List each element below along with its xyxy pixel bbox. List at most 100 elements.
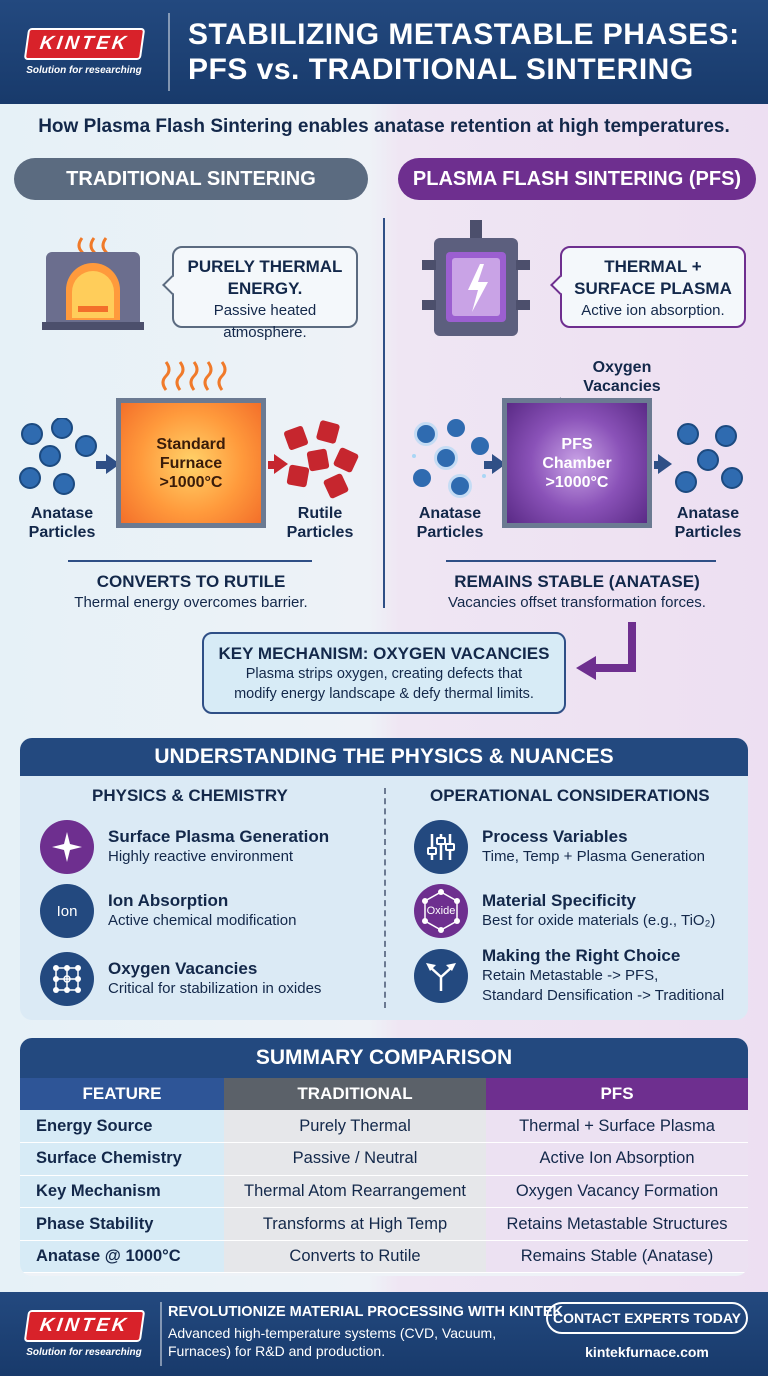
chamber-line: PFS xyxy=(561,435,593,453)
summary-table: FEATURE TRADITIONAL PFS Energy Source Pu… xyxy=(20,1078,748,1274)
chamber-line: Furnace xyxy=(159,454,223,472)
table-cell: Transforms at High Temp xyxy=(224,1207,486,1241)
oxide-icon-text: Oxide xyxy=(426,905,456,917)
summary-heading: SUMMARY COMPARISON xyxy=(20,1038,748,1078)
website-link[interactable]: kintekfurnace.com xyxy=(585,1344,709,1360)
process-arrow xyxy=(484,454,506,474)
header-banner: KINTEK Solution for researching STABILIZ… xyxy=(0,0,768,104)
page-title: STABILIZING METASTABLE PHASES: PFS vs. T… xyxy=(170,17,768,87)
label-line: Particles xyxy=(674,524,742,541)
table-cell: Active Ion Absorption xyxy=(486,1142,748,1176)
item-title: Process Variables xyxy=(482,827,628,846)
summary-section: SUMMARY COMPARISON FEATURE TRADITIONAL P… xyxy=(20,1038,748,1276)
logo-wordmark: KINTEK xyxy=(23,1310,145,1342)
table-row: Key Mechanism Thermal Atom Rearrangement… xyxy=(20,1175,748,1209)
table-row: Anatase @ 1000°C Converts to Rutile Rema… xyxy=(20,1240,748,1274)
oxygen-vacancies-item: Oxygen Vacancies Critical for stabilizat… xyxy=(40,952,321,1006)
surface-plasma-item: Surface Plasma Generation Highly reactiv… xyxy=(40,820,329,874)
table-cell: Phase Stability xyxy=(20,1207,224,1241)
ion-icon-text: Ion xyxy=(56,902,78,920)
chamber-line: Chamber xyxy=(542,454,612,472)
callout-tail xyxy=(550,275,570,295)
ion-icon: Ion xyxy=(40,884,94,938)
item-desc: Critical for stabilization in oxides xyxy=(108,980,322,997)
item-title: Oxygen Vacancies xyxy=(108,959,258,978)
label-line: Particles xyxy=(286,524,354,541)
traditional-heading: TRADITIONAL SINTERING xyxy=(14,158,368,200)
pfs-result-bracket xyxy=(446,560,716,562)
oxide-icon: Oxide xyxy=(414,884,468,938)
process-variables-item: Process Variables Time, Temp + Plasma Ge… xyxy=(414,820,705,874)
table-header-row: FEATURE TRADITIONAL PFS xyxy=(20,1078,748,1110)
heat-waves-icon xyxy=(161,361,227,391)
process-arrow xyxy=(268,454,288,474)
table-cell: Key Mechanism xyxy=(20,1175,224,1209)
mechanism-line: modify energy landscape & defy thermal l… xyxy=(234,686,534,702)
logo-tagline: Solution for researching xyxy=(26,1347,142,1358)
lattice-icon xyxy=(40,952,94,1006)
traditional-result-bracket xyxy=(68,560,312,562)
item-desc: Highly reactive environment xyxy=(108,848,294,865)
table-cell: Converts to Rutile xyxy=(224,1240,486,1274)
pfs-energy-callout: THERMAL + SURFACE PLASMA Active ion abso… xyxy=(550,246,746,328)
logo-tagline: Solution for researching xyxy=(26,65,142,76)
plasma-chamber-icon xyxy=(422,220,530,336)
oxygen-vacancies-label: Oxygen Vacancies xyxy=(572,358,672,396)
item-desc: Active chemical modification xyxy=(108,912,297,929)
label-line: Rutile xyxy=(297,505,343,522)
footer-banner: KINTEK Solution for researching REVOLUTI… xyxy=(0,1292,768,1376)
table-cell: Retains Metastable Structures xyxy=(486,1207,748,1241)
callout-strong: PURELY THERMAL ENERGY. xyxy=(187,257,343,298)
furnace-icon xyxy=(42,237,144,330)
table-cell: Thermal Atom Rearrangement xyxy=(224,1175,486,1209)
footer-description: Advanced high-temperature systems (CVD, … xyxy=(168,1325,497,1359)
traditional-result-text: Thermal energy overcomes barrier. xyxy=(74,594,308,611)
rutile-particles-icon xyxy=(284,420,359,499)
process-arrow xyxy=(96,454,120,474)
page-title-line2: PFS vs. TRADITIONAL SINTERING xyxy=(188,53,694,86)
chamber-temperature: >1000°C xyxy=(159,473,223,491)
pfs-result-text: Vacancies offset transformation forces. xyxy=(448,594,706,611)
item-title: Making the Right Choice xyxy=(482,946,681,965)
item-desc: Retain Metastable -> PFS, xyxy=(482,967,659,984)
footer-logo[interactable]: KINTEK Solution for researching xyxy=(0,1292,168,1376)
key-mechanism-box: KEY MECHANISM: OXYGEN VACANCIES Plasma s… xyxy=(202,632,566,714)
callout-strong-1: THERMAL + xyxy=(604,257,702,276)
ion-absorption-item: Ion Ion Absorption Active chemical modif… xyxy=(40,884,296,938)
column-header: TRADITIONAL xyxy=(224,1078,486,1110)
sliders-icon xyxy=(414,820,468,874)
anatase-particles-icon xyxy=(675,423,743,493)
return-arrow-icon xyxy=(576,622,636,680)
column-header: PFS xyxy=(486,1078,748,1110)
traditional-energy-callout: PURELY THERMAL ENERGY. Passive heated at… xyxy=(162,246,358,341)
physics-chemistry-heading: PHYSICS & CHEMISTRY xyxy=(92,786,288,805)
label-line: Particles xyxy=(28,524,96,541)
callout-text: Active ion absorption. xyxy=(581,302,725,319)
table-cell: Energy Source xyxy=(20,1110,224,1144)
callout-text: Passive heated atmosphere. xyxy=(213,302,317,341)
callout-tail xyxy=(162,275,182,295)
footer-title: REVOLUTIONIZE MATERIAL PROCESSING WITH K… xyxy=(168,1304,563,1320)
mechanism-line: Plasma strips oxygen, creating defects t… xyxy=(245,666,523,682)
contact-experts-button[interactable]: CONTACT EXPERTS TODAY xyxy=(546,1302,748,1334)
chamber-line: Standard xyxy=(156,435,226,453)
physics-section: UNDERSTANDING THE PHYSICS & NUANCES PHYS… xyxy=(20,738,748,1020)
physics-heading: UNDERSTANDING THE PHYSICS & NUANCES xyxy=(20,738,748,776)
operational-heading: OPERATIONAL CONSIDERATIONS xyxy=(430,786,710,805)
right-choice-item: Making the Right Choice Retain Metastabl… xyxy=(414,946,724,1006)
pfs-heading: PLASMA FLASH SINTERING (PFS) xyxy=(398,158,756,200)
column-header: FEATURE xyxy=(20,1078,224,1110)
traditional-input-label: Anatase Particles xyxy=(14,504,110,542)
anatase-particles-glow-icon xyxy=(412,419,489,498)
item-desc: Time, Temp + Plasma Generation xyxy=(482,848,706,865)
physics-divider xyxy=(384,788,386,1008)
item-desc: Best for oxide materials (e.g., TiO₂) xyxy=(482,912,716,929)
label-line: Anatase xyxy=(676,505,740,522)
item-desc: Standard Densification -> Traditional xyxy=(482,987,725,1004)
table-cell: Remains Stable (Anatase) xyxy=(486,1240,748,1274)
pfs-input-label: Anatase Particles xyxy=(402,504,498,542)
item-title: Ion Absorption xyxy=(108,891,229,910)
item-title: Material Specificity xyxy=(482,891,637,910)
brand-logo[interactable]: KINTEK Solution for researching xyxy=(0,0,168,104)
table-cell: Purely Thermal xyxy=(224,1110,486,1144)
